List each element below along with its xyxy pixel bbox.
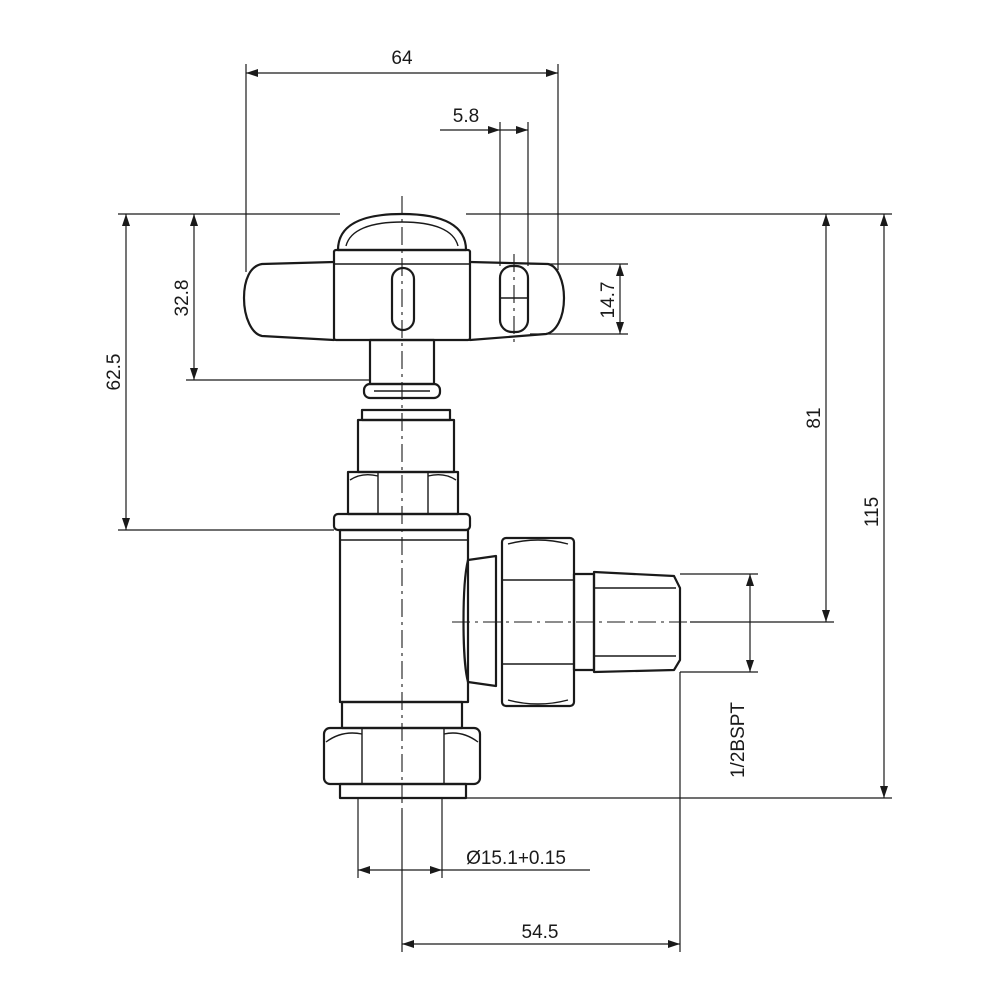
dim-label-64: 64 — [391, 48, 413, 69]
valve-handle — [242, 212, 566, 342]
dim-label-bspt: 1/2BSPT — [728, 702, 749, 778]
dim-label-54-5: 54.5 — [522, 922, 559, 943]
dim-label-115: 115 — [862, 497, 883, 527]
dimension-labels: 64 5.8 32.8 14.7 62.5 81 115 1/2BSPT Ø15… — [104, 48, 883, 943]
dimension-lines — [118, 64, 892, 952]
valve-outlet — [462, 536, 682, 708]
dim-label-81: 81 — [804, 407, 825, 428]
dim-label-14-7: 14.7 — [598, 282, 619, 319]
dim-label-5-8: 5.8 — [453, 106, 479, 127]
dim-label-diameter: Ø15.1+0.15 — [466, 848, 566, 869]
dim-label-62-5: 62.5 — [104, 354, 125, 391]
valve-bonnet — [346, 408, 460, 516]
valve-inlet — [322, 726, 482, 800]
dim-label-32-8: 32.8 — [172, 280, 193, 317]
valve-outline — [242, 196, 690, 810]
